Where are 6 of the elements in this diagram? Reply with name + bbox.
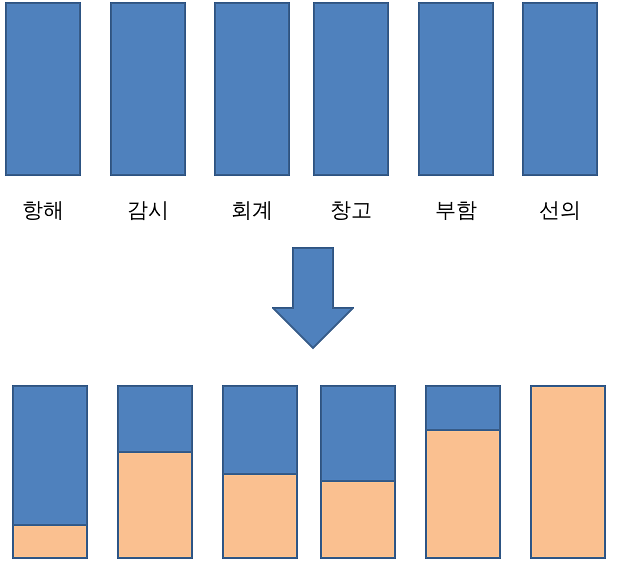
bar-label: 부함 (434, 197, 478, 224)
bar-label: 회계 (230, 197, 274, 224)
bar-label: 감시 (126, 197, 170, 224)
bar-label: 선의 (538, 197, 582, 224)
bar-label: 창고 (329, 197, 373, 224)
bar-label: 항해 (21, 197, 65, 224)
